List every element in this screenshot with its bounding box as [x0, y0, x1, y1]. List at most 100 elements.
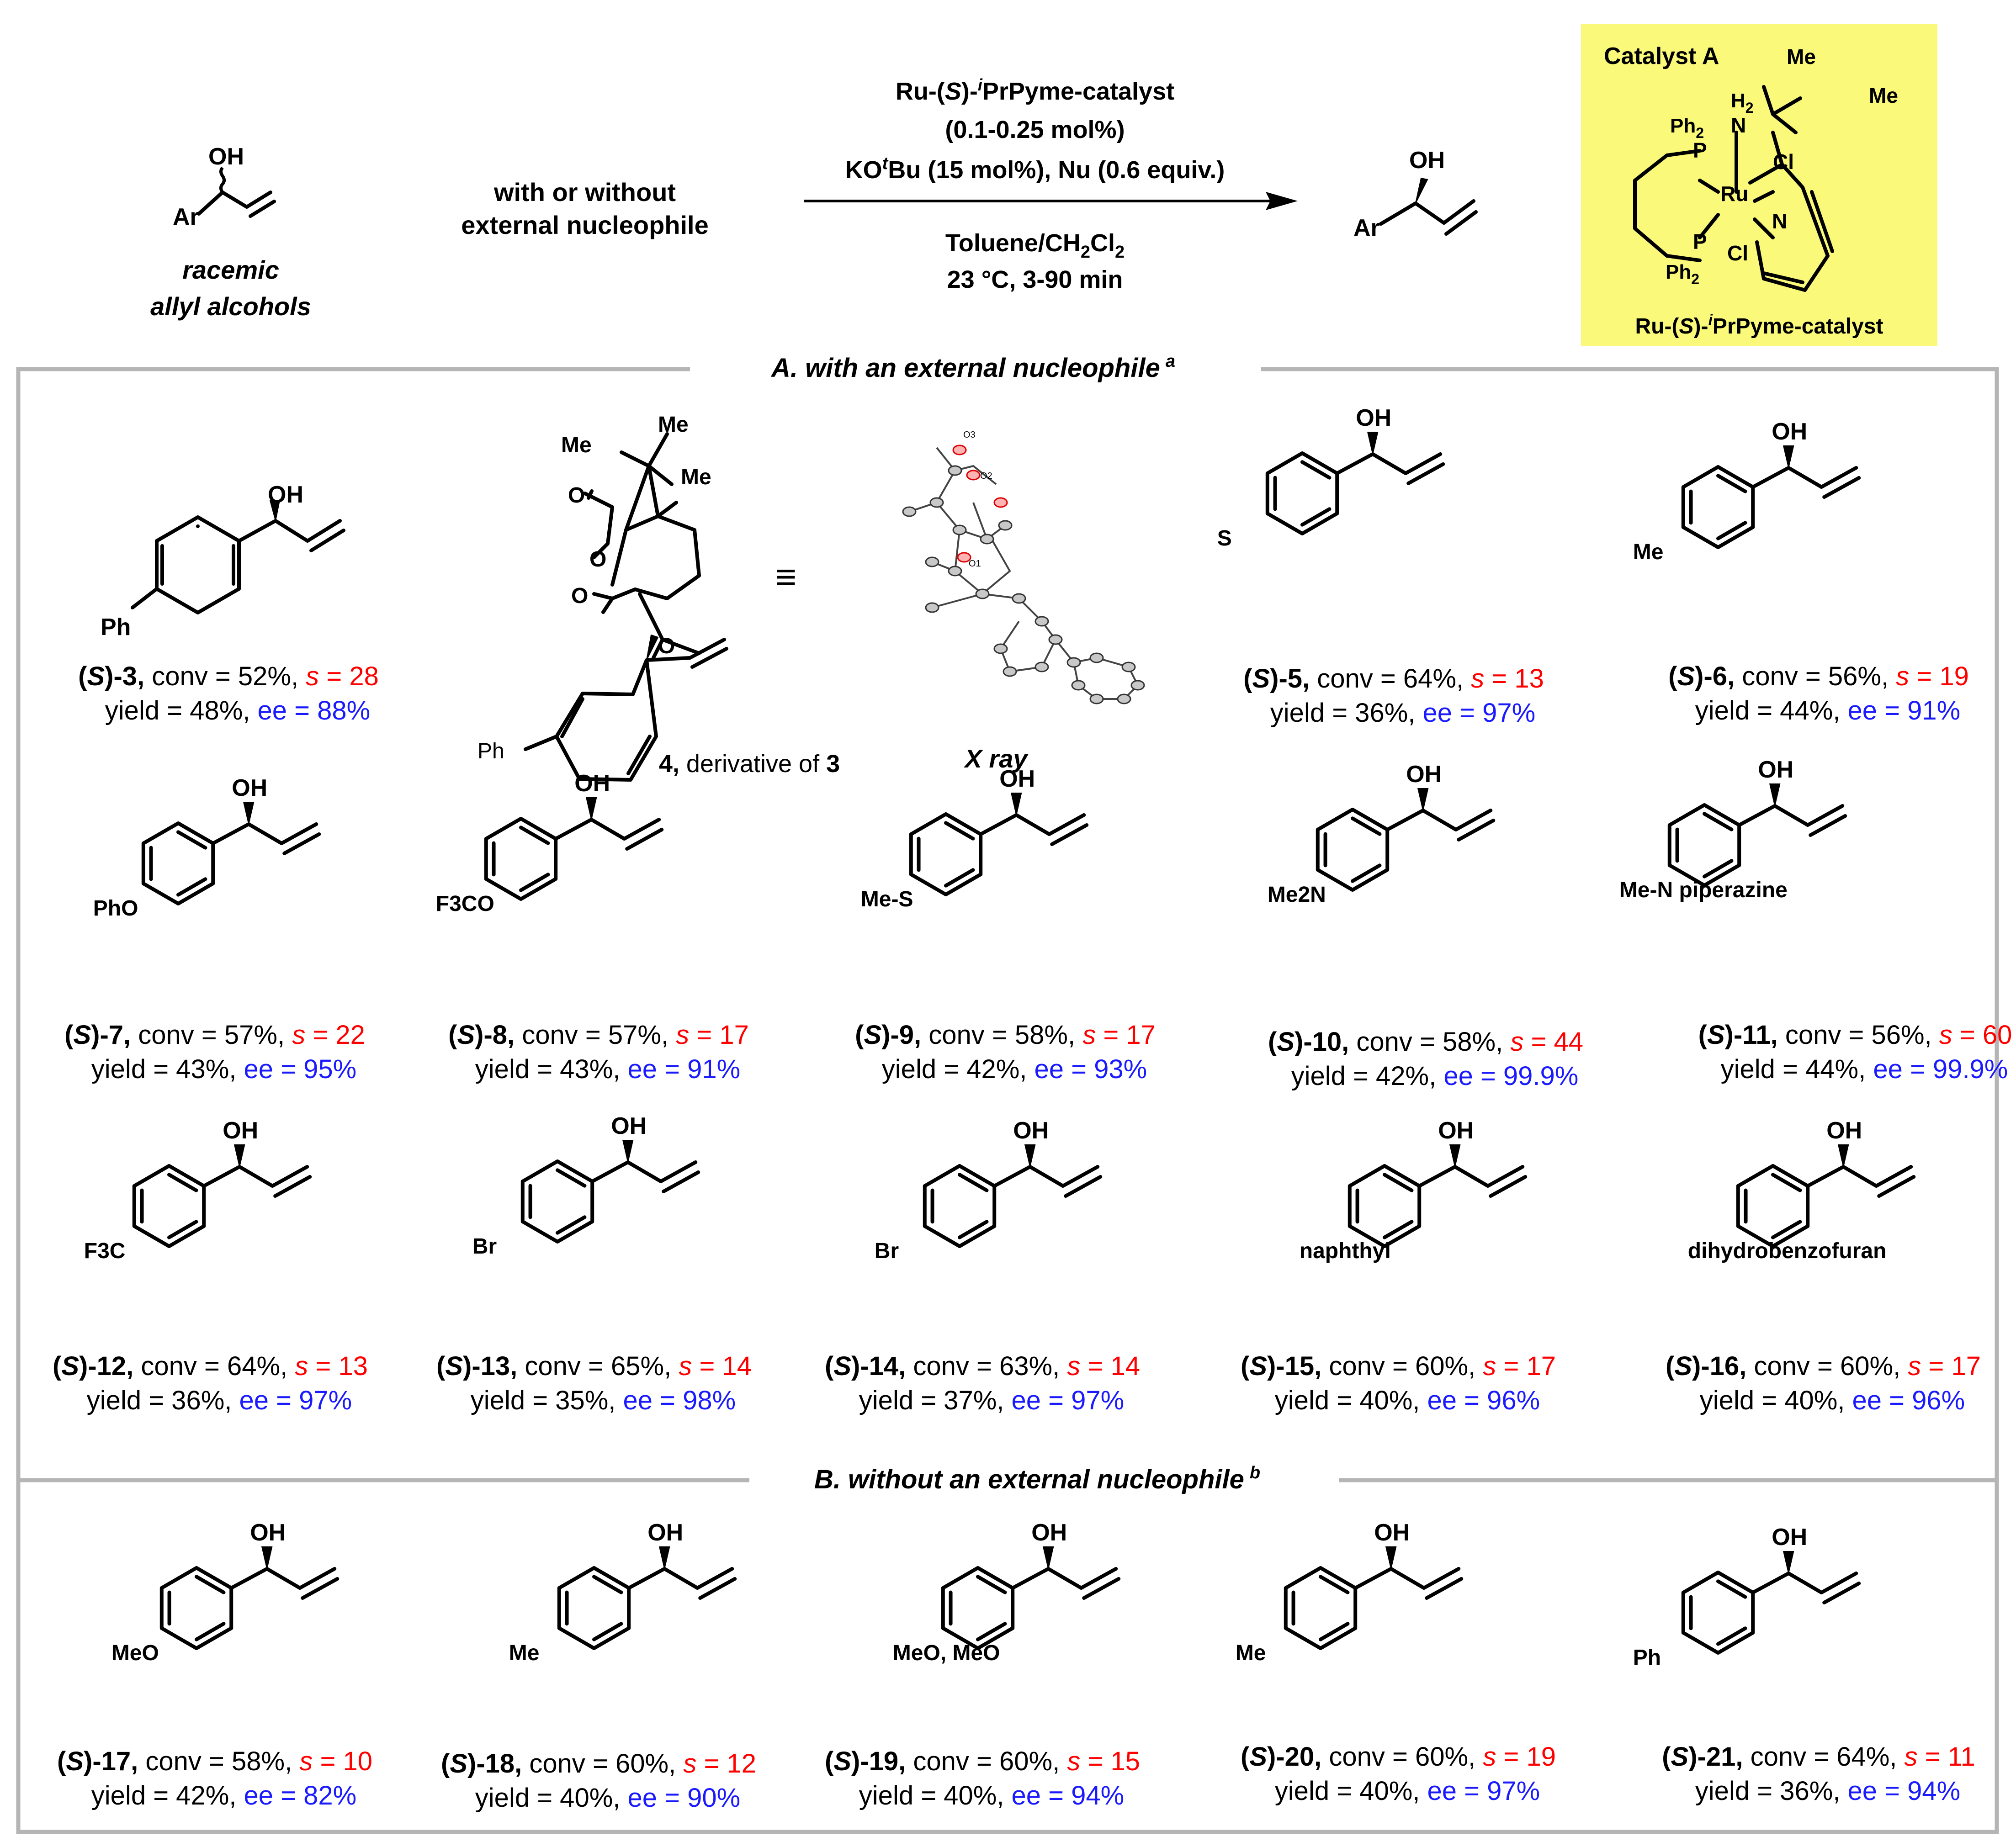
benzene-ring	[1265, 451, 1339, 535]
allyl-chain	[1385, 809, 1496, 841]
compound-yield: yield = 37%,	[859, 1386, 1012, 1415]
compound-caption-line1: (S)-7, conv = 57%, s = 22	[64, 1020, 365, 1050]
substituent-label: Ph	[1633, 1646, 1661, 1670]
substituent-label: F3CO	[436, 892, 494, 916]
hydroxyl-label: OH	[1772, 418, 1807, 445]
stereo-wedge	[646, 634, 659, 661]
catalyst-n-pyridine: N	[1772, 209, 1787, 233]
substituent-label: MeO, MeO	[893, 1641, 1000, 1665]
hydroxyl-label: OH	[647, 1519, 683, 1546]
compound-ee: ee = 82%	[244, 1781, 357, 1810]
benzene-ring	[159, 1566, 233, 1650]
compound-yield: yield = 43%,	[91, 1054, 244, 1084]
substituent-label: Me2N	[1268, 883, 1326, 907]
condition-base: KOtBu (15 mol%), Nu (0.6 equiv.)	[845, 154, 1225, 184]
compound-ee: ee = 96%	[1427, 1386, 1540, 1415]
compound-caption-line2: yield = 44%, ee = 91%	[1695, 696, 1960, 725]
compound-caption-line2: yield = 36%, ee = 97%	[1270, 698, 1535, 728]
catalyst-box-background	[1581, 24, 1937, 346]
condition-temp: 23 °C, 3-90 min	[947, 266, 1123, 293]
hydroxyl-label: OH	[1772, 1524, 1807, 1551]
nucleophile-note-line1: with or without	[493, 178, 676, 206]
compound-conv: conv = 65%,	[517, 1351, 679, 1381]
catalyst-cl-top: Cl	[1773, 150, 1794, 174]
equivalence-sign: ≡	[775, 556, 797, 597]
compound-s: s = 14	[679, 1351, 752, 1381]
stereo-wedge	[658, 1546, 670, 1569]
condition-loading: (0.1-0.25 mol%)	[945, 116, 1125, 143]
stereo-wedge	[1783, 445, 1794, 468]
compound-s: s = 15	[1067, 1746, 1140, 1776]
compound-caption-line1: (S)-3, conv = 52%, s = 28	[78, 662, 379, 691]
xray-atom-o1: O1	[969, 559, 981, 569]
product-structure: OH Ar	[1353, 147, 1478, 241]
stereo-wedge	[1417, 788, 1429, 811]
compound-ee: ee = 97%	[1423, 698, 1536, 728]
allyl-chain	[992, 1165, 1103, 1198]
compound-conv: conv = 64%,	[1743, 1742, 1904, 1772]
compound-s: s = 19	[1896, 662, 1969, 691]
compound-caption-line1: (S)-17, conv = 58%, s = 10	[57, 1746, 372, 1776]
stereo-wedge	[1769, 783, 1781, 806]
benzene-ring	[1667, 803, 1741, 887]
compound-ee: ee = 99.9%	[1873, 1054, 2008, 1084]
benzene-ring	[1348, 1164, 1422, 1248]
substituent-label: Br	[875, 1239, 899, 1263]
compound-yield: yield = 35%,	[471, 1386, 623, 1415]
allyl-chain	[554, 818, 664, 851]
derivative-label: 4, derivative of 3	[659, 750, 840, 778]
allyl-chain	[979, 813, 1089, 846]
allyl-chain	[1335, 452, 1445, 485]
compound-s: s = 44	[1510, 1027, 1583, 1057]
aromatic-bonds	[930, 1173, 989, 1239]
compound-yield: yield = 40%,	[475, 1783, 628, 1813]
allyl-chain	[1751, 1572, 1861, 1604]
compound-id: (S)-12,	[53, 1351, 133, 1381]
aromatic-bonds	[1689, 474, 1747, 540]
benzene-ring	[1284, 1566, 1358, 1650]
compound-caption-line1: (S)-18, conv = 60%, s = 12	[441, 1749, 756, 1778]
compound-yield: yield = 40%,	[859, 1781, 1012, 1810]
catalyst-n-amine: N	[1731, 113, 1746, 137]
catalyst-cl-bottom: Cl	[1727, 241, 1748, 265]
allyl-chain	[1353, 1567, 1464, 1600]
condition-catalyst: Ru-(S)-iPrPyme-catalyst	[896, 75, 1174, 105]
compound-caption-line2: yield = 37%, ee = 97%	[859, 1386, 1124, 1415]
hydroxyl-label: OH	[1031, 1519, 1067, 1546]
compound-yield: yield = 40%,	[1275, 1386, 1427, 1415]
benzene-ring	[941, 1566, 1015, 1650]
aromatic-bonds	[1744, 1173, 1802, 1239]
aromatic-bonds	[1291, 1575, 1350, 1641]
derivative-me-mid: Me	[681, 465, 711, 489]
compound-conv: conv = 58%,	[1349, 1027, 1510, 1057]
derivative-ph: Ph	[477, 739, 504, 763]
catalyst-p-top: P	[1693, 138, 1707, 162]
benzene-ring	[1736, 1164, 1810, 1248]
benzene-ring	[141, 821, 215, 905]
substituent-label: F3C	[84, 1239, 126, 1263]
aromatic-bonds	[140, 1173, 198, 1239]
condition-solvent: Toluene/CH2Cl2	[945, 229, 1125, 262]
hydroxyl-label: OH	[232, 775, 267, 801]
stereo-wedge	[261, 1546, 273, 1569]
compound-ee: ee = 95%	[244, 1054, 357, 1084]
allyl-chain	[1417, 1165, 1528, 1198]
panel-frame	[16, 367, 1999, 1834]
compound-conv: conv = 60%,	[1321, 1742, 1483, 1772]
compound-caption-line2: yield = 40%, ee = 90%	[475, 1783, 740, 1813]
hydroxyl-label: OH	[1406, 761, 1442, 788]
catalyst-me2: Me	[1869, 84, 1898, 107]
